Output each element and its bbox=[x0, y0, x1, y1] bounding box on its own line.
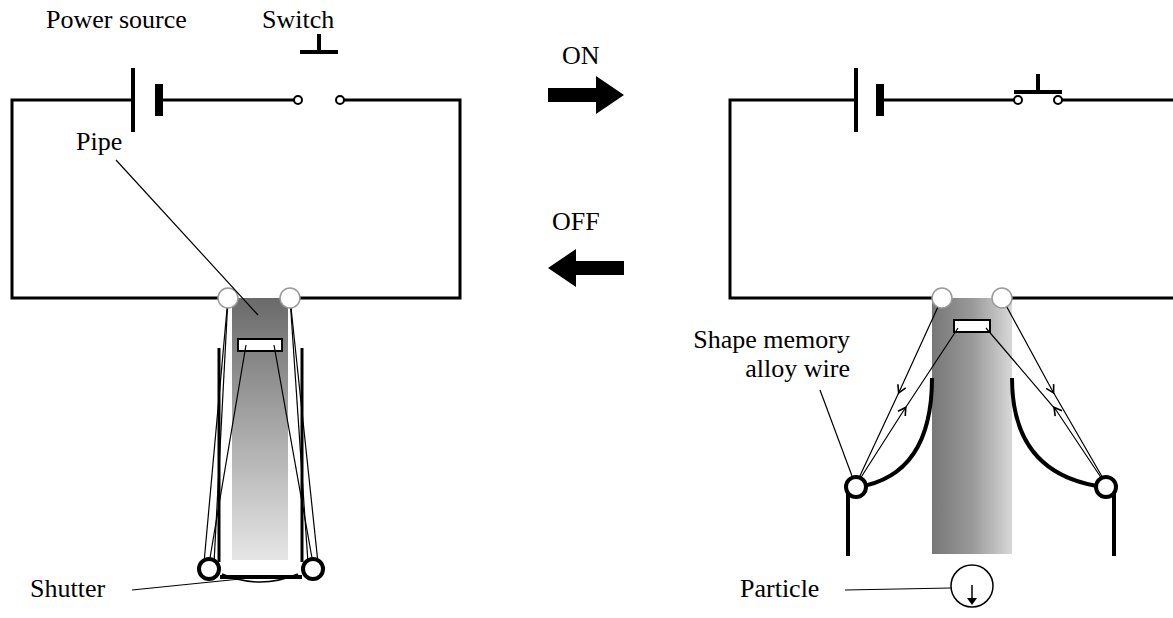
state-label: ON bbox=[562, 42, 600, 71]
part-label: Shutter bbox=[30, 575, 105, 604]
component-label: Switch bbox=[262, 6, 334, 35]
component-label: Power source bbox=[46, 6, 187, 35]
part-label: Shape memory alloy wire bbox=[660, 326, 850, 383]
state-label: OFF bbox=[552, 208, 600, 237]
part-label: Pipe bbox=[76, 128, 122, 157]
part-label: Particle bbox=[740, 575, 819, 604]
